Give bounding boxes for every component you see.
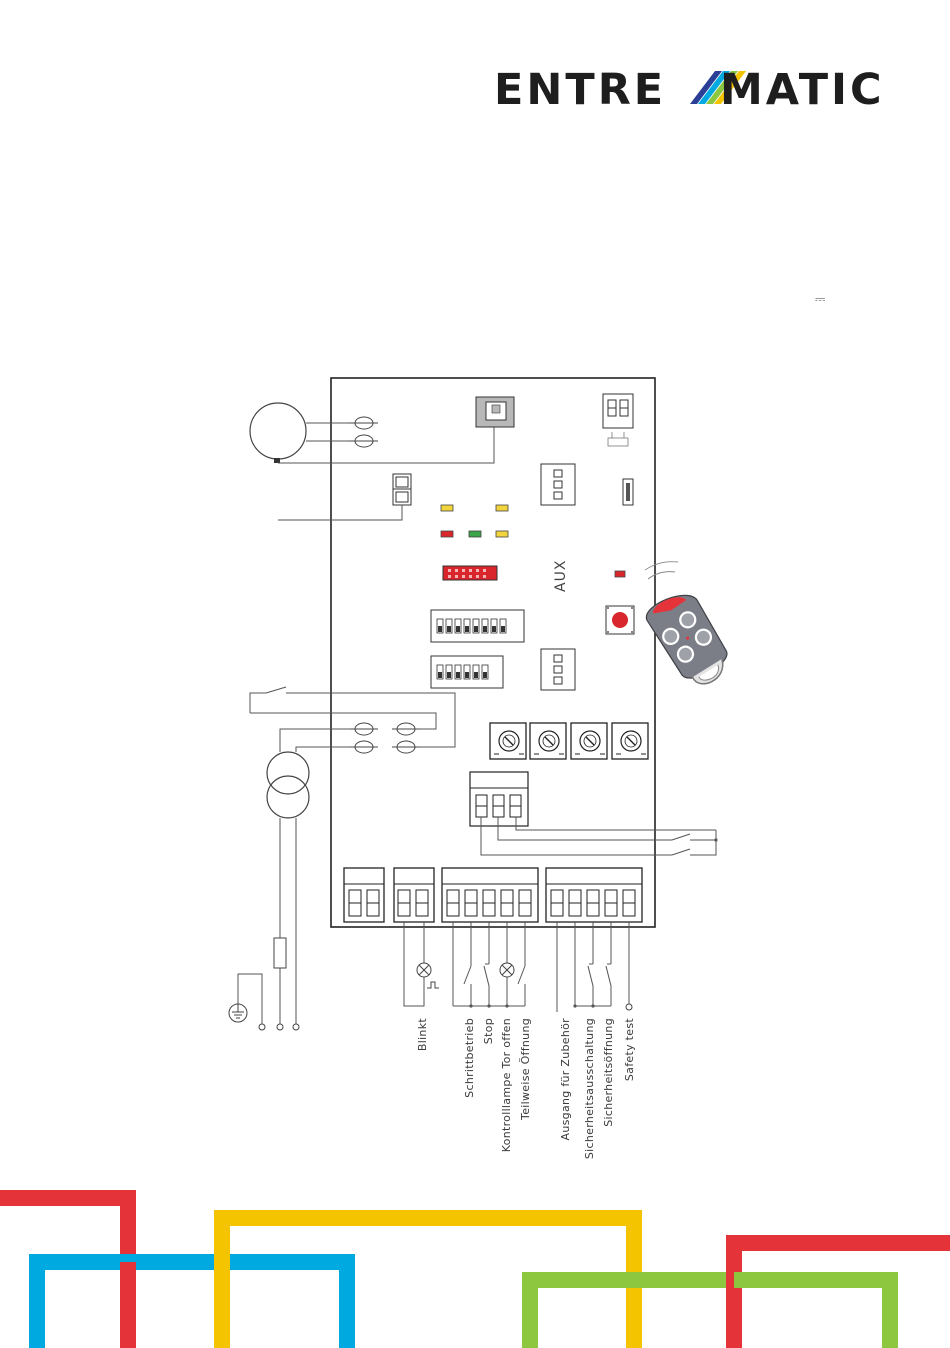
entrematic-logo: ENTRE MATIC: [494, 65, 885, 115]
terminal-label: Sicherheitsöffnung: [602, 1018, 615, 1127]
connector-3pin-lower: [541, 649, 575, 690]
transformer-primary: [267, 752, 309, 794]
terminal-label: Teilweise Öffnung: [519, 1018, 532, 1121]
dip-toggle-knob: [438, 672, 442, 678]
dc-symbol: ⎓: [815, 292, 825, 307]
control-board: [331, 378, 655, 927]
dip-toggle-knob: [456, 626, 460, 632]
dip-switch-8: [431, 610, 524, 642]
terminal-label: Stop: [482, 1018, 495, 1044]
logo-text-right: MATIC: [720, 65, 885, 115]
logo-text-left: ENTRE: [494, 65, 666, 115]
terminal-label: Sicherheitsausschaltung: [583, 1018, 596, 1159]
dip-toggle-knob: [483, 626, 487, 632]
terminal-label: Ausgang für Zubehör: [559, 1018, 572, 1141]
aux-label: AUX: [553, 560, 569, 592]
jumper-pin: [626, 483, 630, 501]
terminal-wiring: [404, 922, 632, 1012]
mains-fuse: [274, 938, 286, 968]
terminal-label: Kontrolllampe Tor offen: [500, 1018, 513, 1152]
dip-toggle-knob: [474, 626, 478, 632]
dip-toggle-knob: [483, 672, 487, 678]
dip-toggle-knob: [474, 672, 478, 678]
motor: [250, 403, 306, 459]
dip-toggle-knob: [492, 626, 496, 632]
dip-toggle-knob: [465, 672, 469, 678]
remote-control: [642, 586, 735, 696]
earth-icon: [229, 1004, 247, 1022]
connector-3pin-upper: [541, 464, 575, 505]
dip-toggle-knob: [465, 626, 469, 632]
dip-toggle-knob: [447, 672, 451, 678]
dip-switch-6: [431, 656, 503, 688]
dip-toggle-knob: [438, 626, 442, 632]
aux-header: [443, 566, 497, 580]
rj-connector: [476, 397, 514, 427]
terminal-3way: [470, 772, 528, 826]
dip-toggle-knob: [456, 672, 460, 678]
learn-button: [606, 606, 634, 634]
dip-toggle-knob: [447, 626, 451, 632]
dip-toggle-knob: [501, 626, 505, 632]
terminal-label: Schrittbetrieb: [463, 1018, 476, 1098]
terminal-label: Blinkt: [416, 1018, 429, 1052]
terminal-label: Safety test: [623, 1018, 636, 1081]
terminal-labels: Blinkt Schrittbetrieb Stop Kontrolllampe To…: [416, 1018, 636, 1160]
decorative-frames: [0, 1198, 950, 1348]
